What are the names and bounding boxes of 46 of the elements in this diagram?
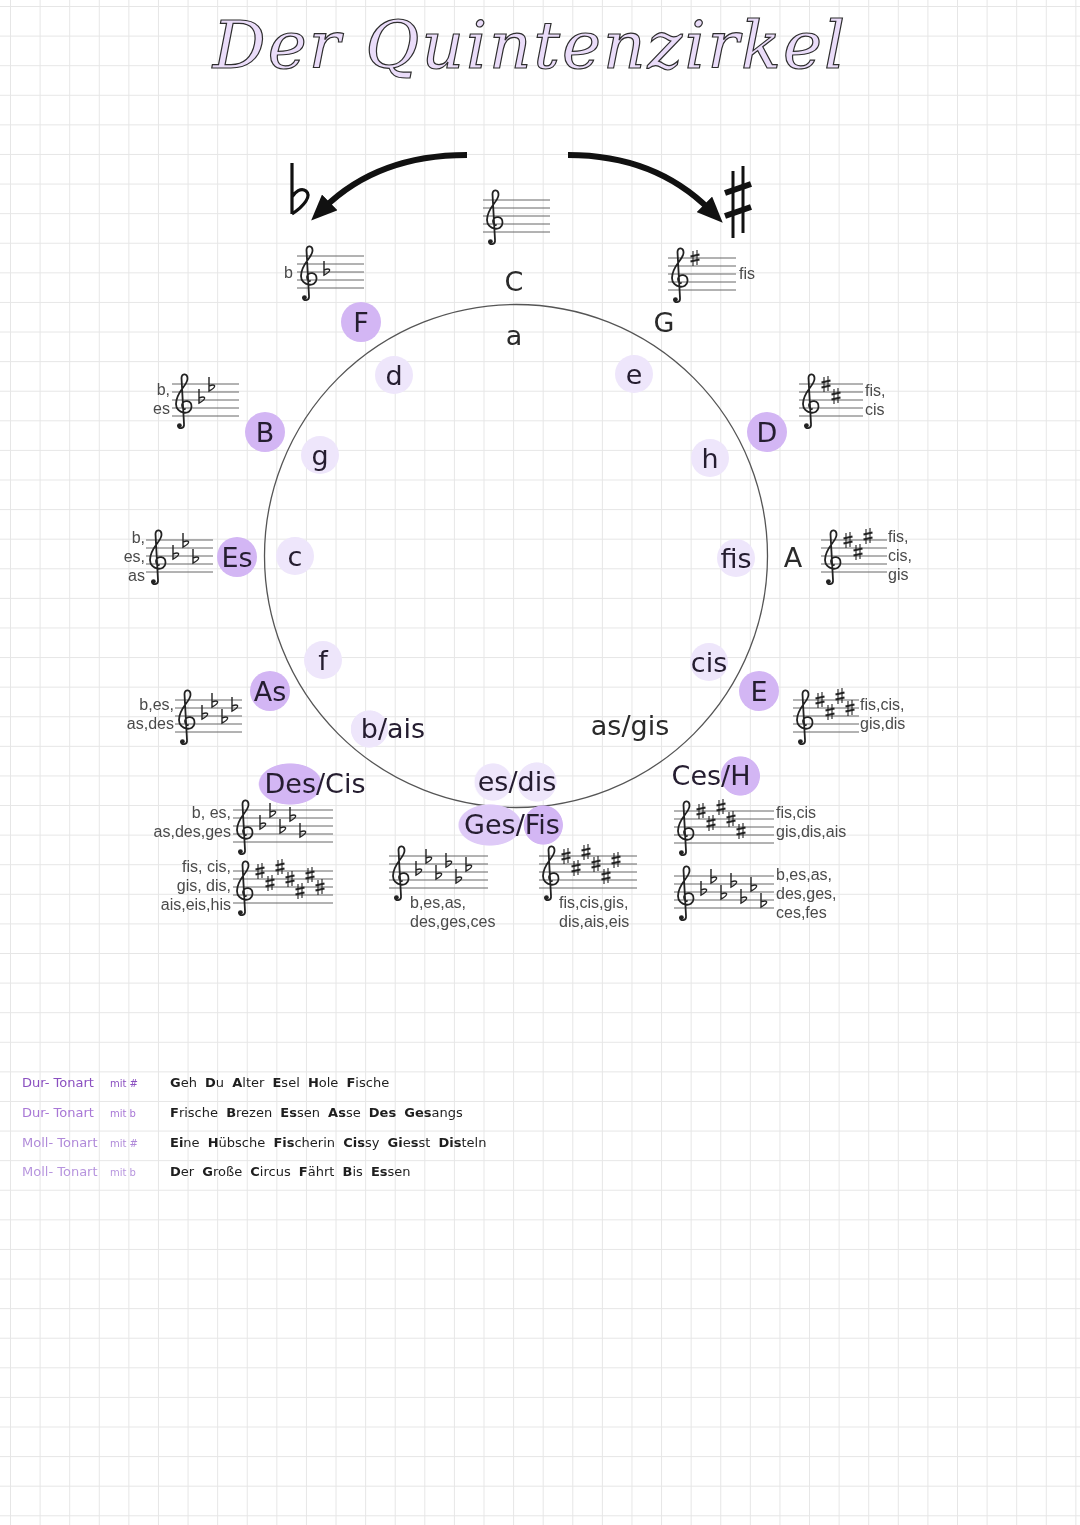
- key-type-label: Moll- Tonart: [22, 1135, 98, 1151]
- major-key-circle: As: [250, 671, 290, 711]
- key-name: C: [504, 266, 524, 298]
- title: Der Quintenzirkel: [212, 6, 848, 86]
- mnemonic-sentence: Eine Hübsche Fischerin Cissy Giesst Disteln: [170, 1135, 487, 1151]
- minor-key-circle: c: [276, 537, 314, 575]
- key-type-label: Moll- Tonart: [22, 1164, 98, 1180]
- minor-key-circle: cis: [690, 643, 728, 681]
- key-type-label: Dur- Tonart: [22, 1105, 94, 1121]
- accidental-hint: mit b: [110, 1165, 136, 1179]
- accidental-list: fis, cis, gis: [888, 526, 915, 584]
- key-name: A: [783, 542, 803, 574]
- accidental-list: fis: [739, 263, 767, 283]
- accidental-hint: mit b: [110, 1106, 136, 1120]
- major-key-circle: D: [747, 412, 787, 452]
- minor-key-circle: g: [301, 436, 339, 474]
- minor-key-circle: h: [691, 439, 729, 477]
- minor-key-circle: e: [615, 355, 653, 393]
- mnemonic-sentence: Der Große Circus Fährt Bis Essen: [170, 1164, 411, 1180]
- accidental-hint: mit #: [110, 1136, 138, 1150]
- mnemonic-sentence: Geh Du Alter Esel Hole Fische: [170, 1075, 390, 1091]
- key-name: as/gis: [590, 710, 670, 742]
- accidental-list: b,es,as, des,ges,ces: [410, 893, 498, 931]
- accidental-list: b, es: [150, 380, 170, 418]
- accidental-hint: mit #: [110, 1076, 138, 1090]
- major-key-circle: E: [739, 671, 779, 711]
- key-type-label: Dur- Tonart: [22, 1075, 94, 1091]
- key-name: G: [653, 307, 675, 339]
- accidental-list: fis,cis,gis, dis,ais,eis: [559, 893, 632, 931]
- major-key-circle: F: [341, 302, 381, 342]
- accidental-list: b,es,as, des,ges, ces,fes: [776, 864, 839, 922]
- mnemonic-sentence: Frische Brezen Essen Asse Des Gesangs: [170, 1105, 463, 1121]
- accidental-list: b, es, as: [121, 527, 145, 585]
- minor-key-circle: fis: [717, 539, 755, 577]
- accidental-list: fis, cis, gis, dis, ais,eis,his: [158, 856, 231, 914]
- minor-key-circle: f: [304, 641, 342, 679]
- accidental-list: b: [279, 262, 293, 282]
- accidental-list: b, es, as,des,ges: [151, 803, 231, 841]
- accidental-list: fis,cis gis,dis,ais: [776, 803, 849, 841]
- minor-key-circle: d: [375, 356, 413, 394]
- accidental-list: fis, cis: [865, 381, 889, 419]
- major-key-circle: B: [245, 412, 285, 452]
- accidental-list: fis,cis, gis,dis: [860, 695, 908, 733]
- accidental-list: b,es, as,des: [124, 695, 174, 733]
- major-key-circle: Es: [217, 537, 257, 577]
- key-name: a: [505, 320, 523, 352]
